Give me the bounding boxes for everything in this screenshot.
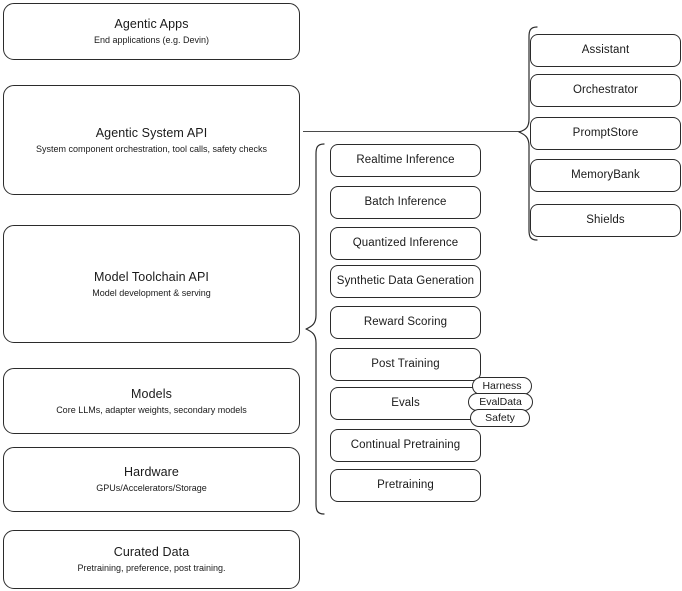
toolchain-component-realtime-inference[interactable]: Realtime Inference <box>330 144 481 177</box>
evals-subcomponent-harness[interactable]: Harness <box>472 377 532 395</box>
toolchain-component-continual-pretraining[interactable]: Continual Pretraining <box>330 429 481 462</box>
toolchain-component-reward-scoring[interactable]: Reward Scoring <box>330 306 481 339</box>
subcomponent-label: Safety <box>485 412 515 424</box>
component-label: Assistant <box>581 44 630 56</box>
toolchain-component-batch-inference[interactable]: Batch Inference <box>330 186 481 219</box>
layer-subtitle: End applications (e.g. Devin) <box>93 35 210 45</box>
layer-title: Agentic Apps <box>114 17 189 31</box>
connector-line-agentic-system-api <box>303 131 521 133</box>
subcomponent-label: Harness <box>482 380 522 392</box>
stack-layer-agentic-apps[interactable]: Agentic Apps End applications (e.g. Devi… <box>3 3 300 60</box>
layer-title: Curated Data <box>113 545 190 559</box>
layer-subtitle: System component orchestration, tool cal… <box>35 143 268 154</box>
layer-subtitle: Pretraining, preference, post training. <box>77 563 226 573</box>
stack-layer-curated-data[interactable]: Curated Data Pretraining, preference, po… <box>3 530 300 589</box>
brace-agentic-system <box>518 26 538 241</box>
agentic-system-component-assistant[interactable]: Assistant <box>530 34 681 67</box>
component-label: Synthetic Data Generation <box>336 275 475 287</box>
layer-title: Models <box>131 386 172 401</box>
component-label: Continual Pretraining <box>350 439 461 451</box>
component-label: Post Training <box>371 358 440 370</box>
evals-subcomponent-evaldata[interactable]: EvalData <box>468 393 533 411</box>
agentic-system-component-shields[interactable]: Shields <box>530 204 681 237</box>
agentic-system-component-promptstore[interactable]: PromptStore <box>530 117 681 150</box>
component-label: Reward Scoring <box>363 316 448 328</box>
layer-subtitle: Core LLMs, adapter weights, secondary mo… <box>56 404 247 415</box>
stack-layer-agentic-system-api[interactable]: Agentic System API System component orch… <box>3 85 300 195</box>
layer-subtitle: GPUs/Accelerators/Storage <box>96 483 207 493</box>
toolchain-component-evals[interactable]: Evals <box>330 387 481 420</box>
agentic-system-component-orchestrator[interactable]: Orchestrator <box>530 74 681 107</box>
component-label: Shields <box>586 214 625 226</box>
toolchain-component-quantized-inference[interactable]: Quantized Inference <box>330 227 481 260</box>
component-label: MemoryBank <box>571 169 640 181</box>
component-label: Realtime Inference <box>356 154 455 166</box>
component-label: Batch Inference <box>364 196 447 208</box>
agentic-system-component-memorybank[interactable]: MemoryBank <box>530 159 681 192</box>
layer-subtitle: Model development & serving <box>92 287 211 298</box>
layer-title: Hardware <box>124 465 179 479</box>
component-label: Quantized Inference <box>352 237 459 249</box>
component-label: Orchestrator <box>572 84 639 96</box>
toolchain-component-post-training[interactable]: Post Training <box>330 348 481 381</box>
subcomponent-label: EvalData <box>479 396 522 408</box>
component-label: PromptStore <box>572 127 639 139</box>
stack-layer-hardware[interactable]: Hardware GPUs/Accelerators/Storage <box>3 447 300 512</box>
toolchain-component-pretraining[interactable]: Pretraining <box>330 469 481 502</box>
brace-model-toolchain <box>305 143 325 515</box>
evals-subcomponent-safety[interactable]: Safety <box>470 409 530 427</box>
stack-layer-model-toolchain-api[interactable]: Model Toolchain API Model development & … <box>3 225 300 343</box>
stack-layer-models[interactable]: Models Core LLMs, adapter weights, secon… <box>3 368 300 434</box>
component-label: Pretraining <box>377 479 434 491</box>
layer-title: Agentic System API <box>95 125 208 140</box>
component-label: Evals <box>391 397 420 409</box>
toolchain-component-synthetic-data-generation[interactable]: Synthetic Data Generation <box>330 265 481 298</box>
layer-title: Model Toolchain API <box>94 269 209 284</box>
